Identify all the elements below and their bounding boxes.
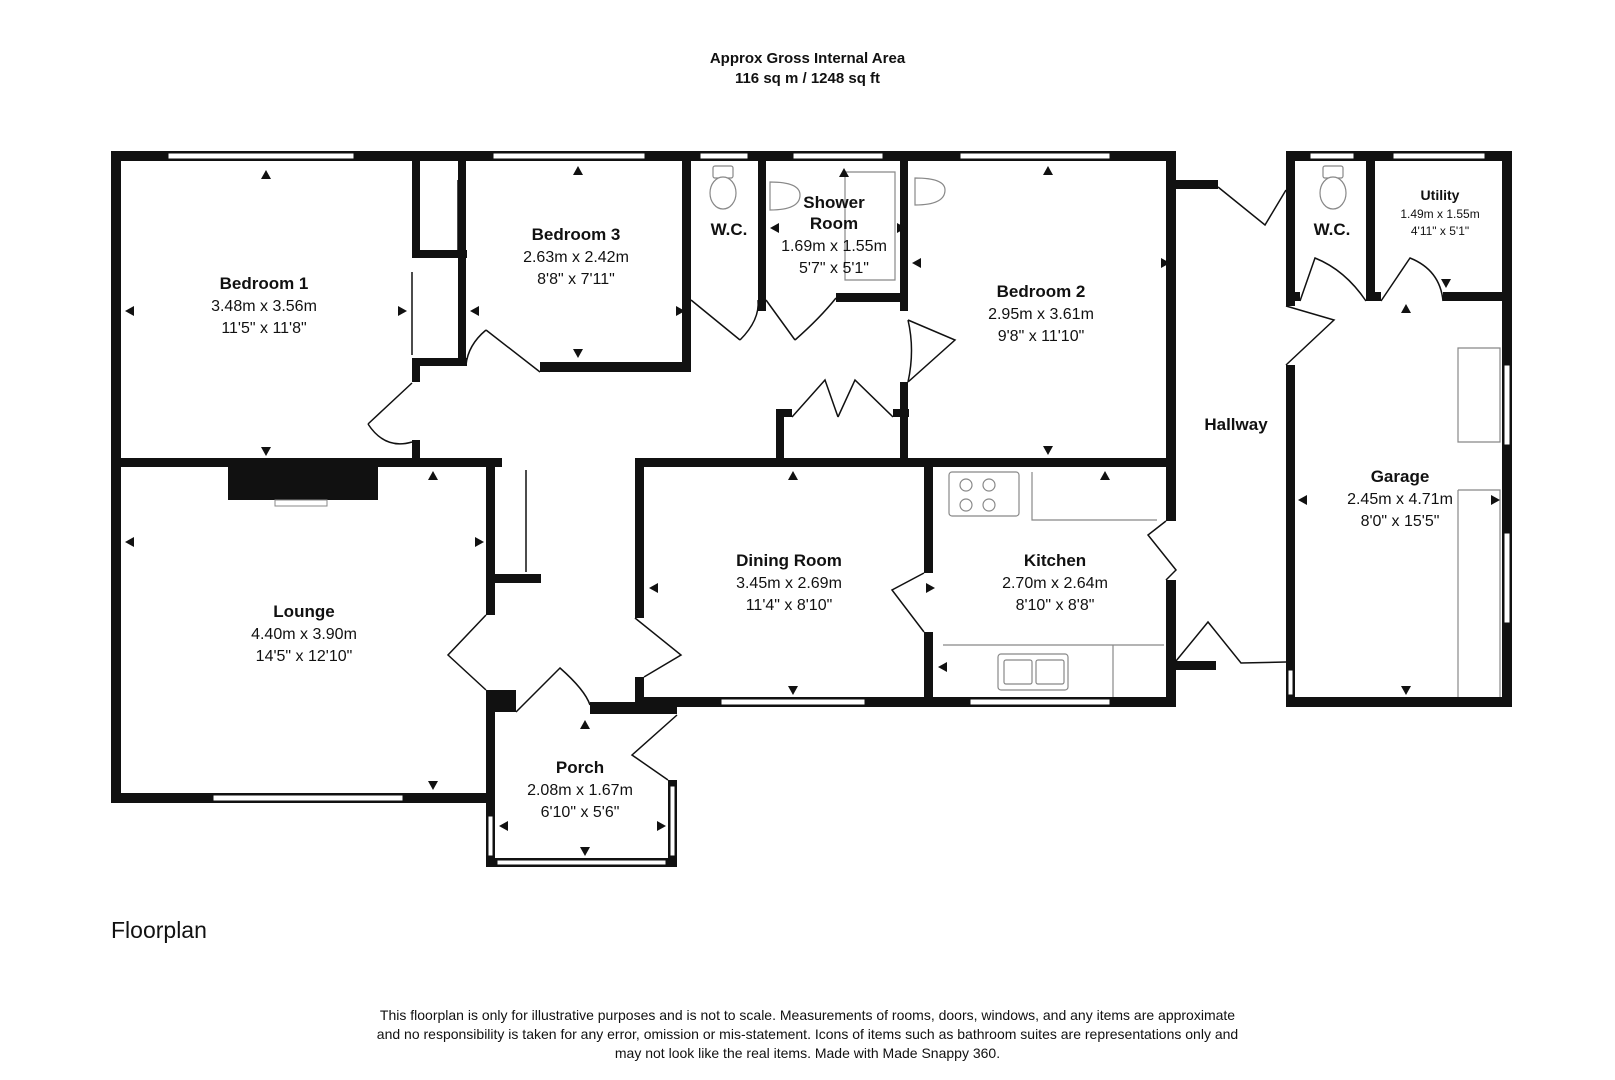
disclaimer-line: may not look like the real items. Made w…	[614, 1045, 1001, 1061]
hob-icon	[948, 471, 1020, 517]
room-imperial: 8'10" x 8'8"	[1016, 597, 1095, 614]
room-imperial: 11'4" x 8'10"	[746, 597, 833, 614]
room-name: Bedroom 2	[997, 282, 1086, 301]
room-name: Shower	[803, 193, 865, 212]
room-name: Bedroom 3	[532, 225, 621, 244]
room-garage: Garage 2.45m x 4.71m 8'0" x 15'5"	[1347, 467, 1453, 530]
room-name: W.C.	[1314, 220, 1351, 239]
room-name: Garage	[1371, 467, 1430, 486]
disclaimer-line: and no responsibility is taken for any e…	[376, 1026, 1239, 1042]
room-metric: 2.08m x 1.67m	[527, 782, 633, 799]
room-name: Utility	[1421, 187, 1460, 203]
room-name: Lounge	[273, 602, 334, 621]
room-shower-room: Shower Room 1.69m x 1.55m 5'7" x 5'1"	[781, 193, 887, 277]
room-name: Porch	[556, 758, 604, 777]
room-hallway: Hallway	[1204, 415, 1268, 434]
room-name: Bedroom 1	[220, 274, 309, 293]
room-bedroom-1: Bedroom 1 3.48m x 3.56m 11'5" x 11'8"	[211, 274, 317, 337]
room-imperial: 14'5" x 12'10"	[256, 648, 353, 665]
room-metric: 4.40m x 3.90m	[251, 626, 357, 643]
room-name: Hallway	[1204, 415, 1268, 434]
room-bedroom-3: Bedroom 3 2.63m x 2.42m 8'8" x 7'11"	[523, 225, 629, 288]
room-name: Kitchen	[1024, 551, 1086, 570]
room-name: Room	[810, 214, 858, 233]
room-name: Dining Room	[736, 551, 842, 570]
room-metric: 1.49m x 1.55m	[1400, 207, 1479, 221]
dimension-arrows	[125, 166, 1500, 856]
room-imperial: 9'8" x 11'10"	[998, 328, 1085, 345]
basin-icon	[769, 181, 801, 211]
room-metric: 3.48m x 3.56m	[211, 298, 317, 315]
room-metric: 2.70m x 2.64m	[1002, 575, 1108, 592]
room-bedroom-2: Bedroom 2 2.95m x 3.61m 9'8" x 11'10"	[988, 282, 1094, 345]
room-metric: 1.69m x 1.55m	[781, 238, 887, 255]
room-wc-2: W.C.	[1314, 220, 1351, 239]
windows	[167, 152, 1511, 866]
disclaimer-line: This floorplan is only for illustrative …	[379, 1007, 1236, 1023]
doors	[367, 180, 1444, 781]
sink-icon	[997, 653, 1069, 691]
disclaimer: This floorplan is only for illustrative …	[300, 1006, 1315, 1063]
room-imperial: 4'11" x 5'1"	[1411, 224, 1469, 238]
room-metric: 2.95m x 3.61m	[988, 306, 1094, 323]
toilet-icon	[1319, 165, 1347, 210]
room-name: W.C.	[711, 220, 748, 239]
room-dining-room: Dining Room 3.45m x 2.69m 11'4" x 8'10"	[736, 551, 842, 614]
toilet-icon	[709, 165, 737, 210]
walls	[111, 151, 1512, 867]
room-metric: 3.45m x 2.69m	[736, 575, 842, 592]
room-utility: Utility 1.49m x 1.55m 4'11" x 5'1"	[1400, 187, 1479, 238]
area-title: Approx Gross Internal Area	[709, 50, 906, 67]
room-lounge: Lounge 4.40m x 3.90m 14'5" x 12'10"	[251, 602, 357, 665]
room-imperial: 8'0" x 15'5"	[1361, 513, 1440, 530]
room-imperial: 5'7" x 5'1"	[799, 260, 869, 277]
room-wc-1: W.C.	[711, 220, 748, 239]
fixtures	[709, 165, 1501, 697]
room-metric: 2.63m x 2.42m	[523, 249, 629, 266]
basin-icon	[914, 177, 946, 206]
area-value: 116 sq m / 1248 sq ft	[734, 70, 881, 87]
room-porch: Porch 2.08m x 1.67m 6'10" x 5'6"	[527, 758, 633, 821]
shower-tray-icon	[844, 171, 896, 281]
room-metric: 2.45m x 4.71m	[1347, 491, 1453, 508]
room-imperial: 11'5" x 11'8"	[221, 320, 306, 337]
room-kitchen: Kitchen 2.70m x 2.64m 8'10" x 8'8"	[1002, 551, 1108, 614]
room-imperial: 8'8" x 7'11"	[537, 271, 615, 288]
room-imperial: 6'10" x 5'6"	[541, 804, 620, 821]
floor-label: Floorplan	[111, 917, 207, 943]
